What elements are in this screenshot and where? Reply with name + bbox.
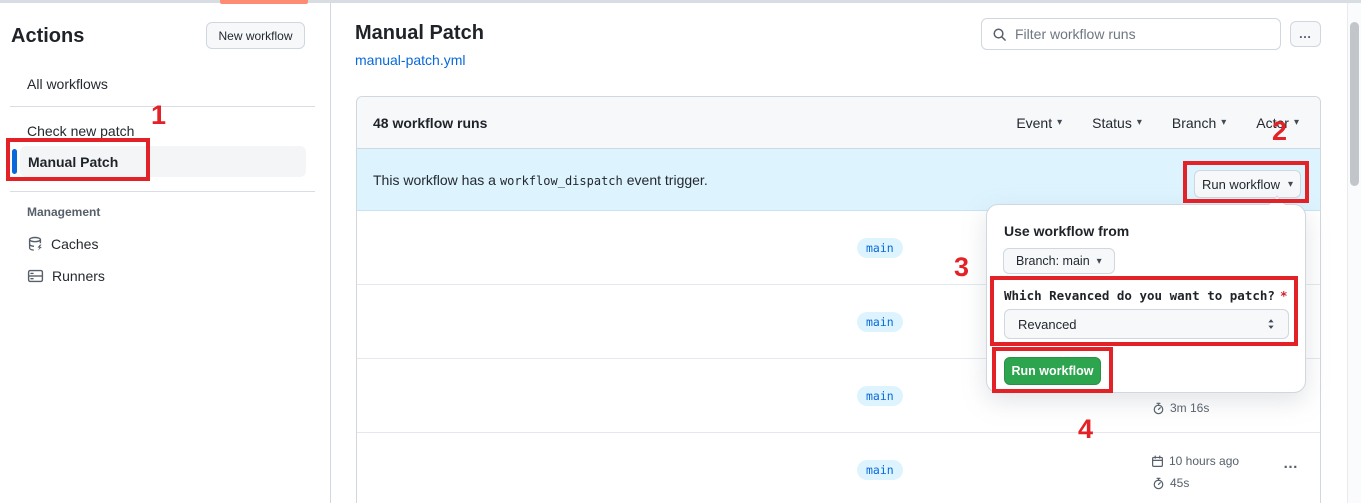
required-asterisk: * <box>1279 288 1288 303</box>
workflow-run-row: main <box>357 211 1320 285</box>
workflow-run-row: main 10 hours ago 45s … <box>357 433 1320 503</box>
chevron-down-icon: ▾ <box>1057 117 1063 128</box>
run-duration: 45s <box>1152 476 1189 490</box>
revanced-select[interactable]: Revanced <box>1004 309 1289 339</box>
sidebar-item-label: Caches <box>51 236 99 252</box>
chevron-down-icon: ▾ <box>1293 117 1299 128</box>
sidebar-item-label: Runners <box>52 268 105 284</box>
management-heading: Management <box>27 205 101 219</box>
branch-badge[interactable]: main <box>857 312 903 332</box>
filter-event-dropdown[interactable]: Event ▾ <box>1016 114 1063 131</box>
annotation-number-4: 4 <box>1078 414 1094 444</box>
search-icon <box>993 28 1006 41</box>
filter-status-dropdown[interactable]: Status ▾ <box>1092 114 1142 131</box>
sidebar-title: Actions <box>11 25 85 47</box>
branch-selector-button[interactable]: Branch: main ▾ <box>1003 248 1115 274</box>
run-workflow-dialog: Use workflow from Branch: main ▾ Which R… <box>986 195 1306 393</box>
sidebar-item-check-new-patch[interactable]: Check new patch <box>27 123 135 139</box>
cache-icon <box>28 236 42 251</box>
top-nav-bottom-border <box>0 0 1361 3</box>
active-tab-indicator <box>220 0 308 4</box>
filter-workflow-runs-box <box>981 18 1281 50</box>
runs-count: 48 workflow runs <box>373 114 488 131</box>
kebab-icon: … <box>1283 455 1299 472</box>
branch-badge[interactable]: main <box>857 386 903 406</box>
kebab-icon: … <box>1298 26 1313 41</box>
sidebar-divider <box>10 106 315 107</box>
workflow-options-kebab-button[interactable]: … <box>1290 21 1321 47</box>
scrollbar-thumb[interactable] <box>1349 22 1359 186</box>
annotation-number-3: 3 <box>954 252 970 282</box>
branch-badge[interactable]: main <box>857 460 903 480</box>
new-workflow-button[interactable]: New workflow <box>206 22 305 49</box>
workflow-dispatch-code: workflow_dispatch <box>499 173 623 188</box>
sidebar-item-label: Manual Patch <box>28 153 119 170</box>
selected-item-indicator-bar <box>12 149 17 174</box>
sidebar-item-manual-patch[interactable]: Manual Patch <box>20 146 306 177</box>
runs-filters: Event ▾ Status ▾ Branch ▾ Actor ▾ <box>1016 115 1299 131</box>
runs-table-header: 48 workflow runs Event ▾ Status ▾ Branch… <box>357 97 1320 149</box>
stopwatch-icon <box>1153 477 1164 489</box>
chevron-down-icon: ▾ <box>1136 117 1142 128</box>
chevron-down-icon: ▾ <box>1096 255 1102 267</box>
workflow-input-label: Which Revanced do you want to patch?* <box>1004 288 1288 303</box>
workflow-run-row: main 3m 16s <box>357 359 1320 433</box>
filter-workflow-runs-input[interactable] <box>1015 26 1270 42</box>
select-updown-icon <box>1268 319 1274 329</box>
workflow-runs-table: 48 workflow runs Event ▾ Status ▾ Branch… <box>356 96 1321 503</box>
dialog-heading: Use workflow from <box>1004 223 1130 239</box>
workflow-run-row: main <box>357 285 1320 359</box>
branch-badge[interactable]: main <box>857 238 903 258</box>
page-title: Manual Patch <box>355 22 484 44</box>
sidebar-item-caches[interactable]: Caches <box>27 236 98 252</box>
run-date: 10 hours ago <box>1151 454 1239 468</box>
sidebar-divider <box>10 191 315 192</box>
stopwatch-icon <box>1153 402 1164 414</box>
filter-branch-dropdown[interactable]: Branch ▾ <box>1171 114 1227 131</box>
sidebar-item-runners[interactable]: Runners <box>27 268 105 284</box>
run-duration: 3m 16s <box>1152 401 1209 415</box>
runners-icon <box>27 269 44 283</box>
run-workflow-dropdown-button[interactable]: Run workflow ▾ <box>1194 170 1301 198</box>
chevron-down-icon: ▾ <box>1288 178 1294 190</box>
filter-actor-dropdown[interactable]: Actor ▾ <box>1256 114 1299 131</box>
sidebar-main-divider <box>330 3 331 503</box>
run-workflow-submit-button[interactable]: Run workflow <box>1004 357 1101 385</box>
sidebar-item-all-workflows[interactable]: All workflows <box>27 76 108 92</box>
calendar-icon <box>1152 455 1163 467</box>
workflow-file-link[interactable]: manual-patch.yml <box>355 52 466 68</box>
annotation-number-2: 2 <box>1272 116 1288 146</box>
run-options-kebab-button[interactable]: … <box>1283 455 1299 472</box>
chevron-down-icon: ▾ <box>1221 117 1227 128</box>
annotation-number-1: 1 <box>151 100 167 130</box>
